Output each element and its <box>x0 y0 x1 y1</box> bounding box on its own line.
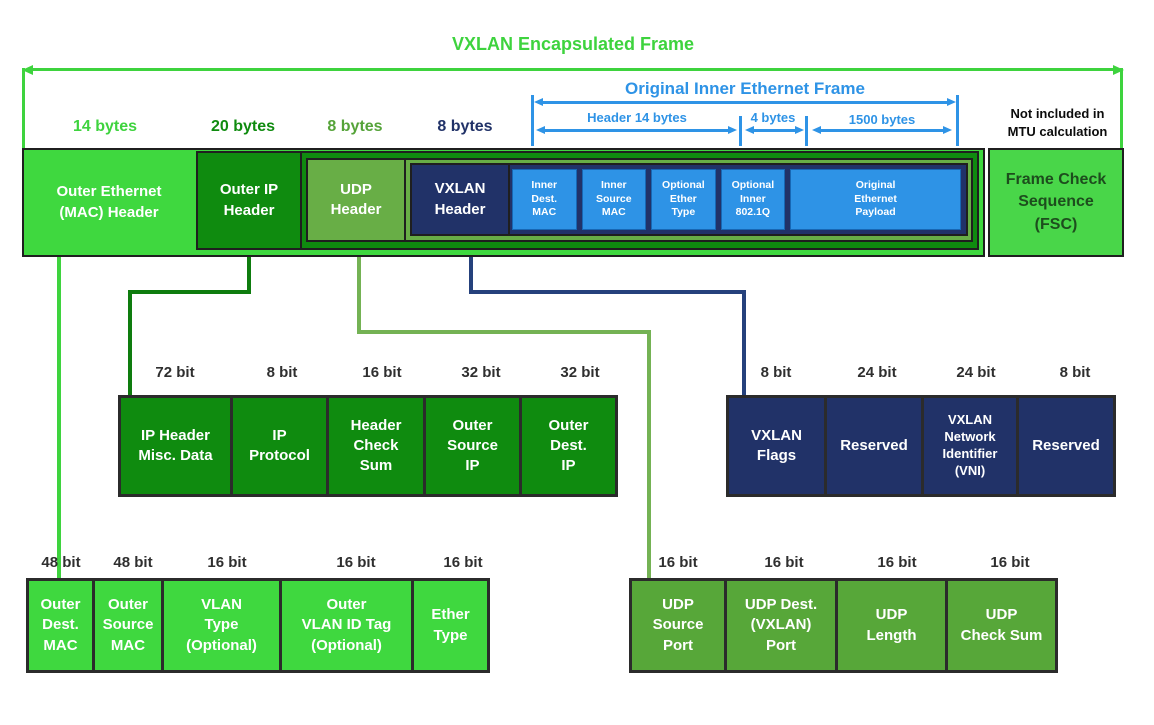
top-arrow-line <box>30 68 1116 71</box>
inner-arrowhead-left-icon <box>534 98 543 106</box>
eth-bit-label-3: 16 bit <box>336 554 376 571</box>
ip-bit-label-3: 32 bit <box>461 364 501 381</box>
outer-ip-container: Outer IP Header UDP Header VXLAN Header … <box>196 151 979 250</box>
connector-vxlan-v2 <box>742 290 746 395</box>
outer-ip-header-box: Outer IP Header <box>198 153 302 248</box>
top-arrow-right-drop <box>1120 68 1123 148</box>
eth-bit-label-4: 16 bit <box>443 554 483 571</box>
eth-bit-label-1: 48 bit <box>113 554 153 571</box>
measure-tick-2 <box>805 116 808 146</box>
inner-frame-fields: Inner Dest. MAC Inner Source MAC Optiona… <box>512 169 961 230</box>
vxlan-breakdown-row: 8 bit 24 bit 24 bit 8 bit VXLAN Flags Re… <box>726 362 1125 497</box>
byte-label-8-vxlan: 8 bytes <box>437 118 493 135</box>
connector-vxlan-h <box>469 290 746 294</box>
udp-source-port-box: UDP Source Port <box>629 578 727 673</box>
connector-ip-v1 <box>247 257 251 294</box>
top-arrow-left-drop <box>22 68 25 148</box>
ip-protocol-box: IP Protocol <box>230 395 329 497</box>
connector-ip-v2 <box>128 290 132 395</box>
measure-1500bytes-label: 1500 bytes <box>848 111 916 127</box>
diagram-title: VXLAN Encapsulated Frame <box>451 33 695 54</box>
measure1-line <box>543 129 731 132</box>
inner-frame-title: Original Inner Ethernet Frame <box>625 79 865 98</box>
vxlan-reserved1-box: Reserved <box>824 395 924 497</box>
arrowhead-right-icon <box>1113 65 1124 75</box>
udp-breakdown-row: 16 bit 16 bit 16 bit 16 bit UDP Source P… <box>629 552 1067 673</box>
inner-arrowhead-right-icon <box>947 98 956 106</box>
eth-bit-label-0: 48 bit <box>41 554 81 571</box>
udp-bit-label-0: 16 bit <box>658 554 698 571</box>
inner-arrow-line <box>540 101 950 104</box>
measure3-head-left-icon <box>812 126 821 134</box>
eth-bit-label-2: 16 bit <box>207 554 247 571</box>
frame-check-sequence-box: Frame Check Sequence (FSC) <box>988 148 1124 257</box>
vxlan-container: VXLAN Header Inner Dest. MAC Inner Sourc… <box>410 163 968 236</box>
mtu-note: Not included in MTU calculation <box>1007 106 1108 139</box>
inner-dest-mac-box: Inner Dest. MAC <box>512 169 577 230</box>
vxlan-vni-box: VXLAN Network Identifier (VNI) <box>921 395 1019 497</box>
vxlan-bit-label-2: 24 bit <box>956 364 996 381</box>
udp-bit-label-2: 16 bit <box>877 554 917 571</box>
connector-udp-h <box>357 330 651 334</box>
measure-header-label: Header 14 bytes <box>587 109 687 125</box>
measure2-head-right-icon <box>795 126 804 134</box>
measure2-head-left-icon <box>745 126 754 134</box>
byte-label-8-udp: 8 bytes <box>327 118 383 135</box>
measure-tick-1 <box>739 116 742 146</box>
connector-ethernet <box>57 257 61 578</box>
udp-length-box: UDP Length <box>835 578 948 673</box>
vxlan-bit-label-3: 8 bit <box>1059 364 1091 381</box>
connector-udp-v2 <box>647 330 651 578</box>
arrowhead-left-icon <box>22 65 33 75</box>
vxlan-header-box: VXLAN Header <box>412 165 510 234</box>
ip-header-checksum-box: Header Check Sum <box>326 395 426 497</box>
measure1-head-right-icon <box>728 126 737 134</box>
optional-ether-type-box: Optional Ether Type <box>651 169 716 230</box>
ip-bit-label-0: 72 bit <box>155 364 195 381</box>
optional-inner-8021q-box: Optional Inner 802.1Q <box>720 169 786 230</box>
inner-bar-right <box>956 95 959 146</box>
udp-bit-label-1: 16 bit <box>764 554 804 571</box>
udp-container: UDP Header VXLAN Header Inner Dest. MAC … <box>306 158 973 242</box>
ip-outer-dest-box: Outer Dest. IP <box>519 395 618 497</box>
udp-header-box: UDP Header <box>308 160 406 240</box>
connector-vxlan-v1 <box>469 257 473 294</box>
vxlan-flags-box: VXLAN Flags <box>726 395 827 497</box>
inner-bar-left <box>531 95 534 146</box>
eth-vlan-id-tag-box: Outer VLAN ID Tag (Optional) <box>279 578 414 673</box>
connector-ip-h <box>128 290 251 294</box>
eth-vlan-type-box: VLAN Type (Optional) <box>161 578 282 673</box>
measure-4bytes-label: 4 bytes <box>750 109 796 125</box>
measure2-line <box>752 129 798 132</box>
outer-ethernet-header-box: Outer Ethernet (MAC) Header <box>56 183 162 221</box>
ip-misc-data-box: IP Header Misc. Data <box>118 395 233 497</box>
eth-outer-source-mac-box: Outer Source MAC <box>92 578 164 673</box>
vxlan-bit-label-1: 24 bit <box>857 364 897 381</box>
udp-bit-label-3: 16 bit <box>990 554 1030 571</box>
udp-checksum-box: UDP Check Sum <box>945 578 1058 673</box>
ip-bit-label-4: 32 bit <box>560 364 600 381</box>
vxlan-bit-label-0: 8 bit <box>760 364 792 381</box>
vxlan-reserved2-box: Reserved <box>1016 395 1116 497</box>
eth-ether-type-box: Ether Type <box>411 578 490 673</box>
ip-outer-source-box: Outer Source IP <box>423 395 522 497</box>
ip-breakdown-row: 72 bit 8 bit 16 bit 32 bit 32 bit IP Hea… <box>118 362 630 497</box>
ip-bit-label-1: 8 bit <box>266 364 298 381</box>
eth-outer-dest-mac-box: Outer Dest. MAC <box>26 578 95 673</box>
measure1-head-left-icon <box>536 126 545 134</box>
udp-dest-port-box: UDP Dest. (VXLAN) Port <box>724 578 838 673</box>
byte-label-14: 14 bytes <box>72 118 138 135</box>
inner-source-mac-box: Inner Source MAC <box>581 169 647 230</box>
measure3-head-right-icon <box>943 126 952 134</box>
ip-bit-label-2: 16 bit <box>362 364 402 381</box>
connector-udp-v1 <box>357 257 361 334</box>
byte-label-20: 20 bytes <box>210 118 276 135</box>
measure3-line <box>819 129 945 132</box>
ethernet-breakdown-row: 48 bit 48 bit 16 bit 16 bit 16 bit Outer… <box>26 552 502 673</box>
outer-ethernet-container: Outer Ethernet (MAC) Header Outer IP Hea… <box>22 148 985 257</box>
original-ethernet-payload-box: Original Ethernet Payload <box>790 169 961 230</box>
